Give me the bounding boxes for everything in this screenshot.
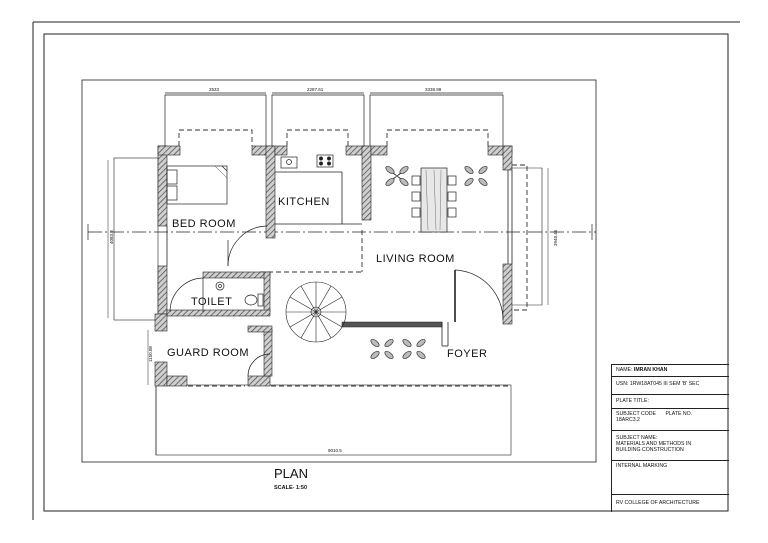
tb-internal-marking-cell: INTERNAL MARKING <box>612 460 729 494</box>
room-label-kitchen: KITCHEN <box>278 196 330 208</box>
dim-bottom-width: 9010.5 <box>328 448 342 453</box>
section-line <box>87 224 596 240</box>
roof-outline <box>113 157 543 456</box>
dining-table <box>411 167 457 233</box>
tb-name-value: IMRAN KHAN <box>633 367 668 373</box>
tb-subject-name-cell: SUBJECT NAME: MATERIALS AND METHODS IN B… <box>612 430 729 460</box>
room-label-guard: GUARD ROOM <box>167 347 249 359</box>
tb-internal-marking: INTERNAL MARKING <box>616 463 668 469</box>
dim-top-middle: 2287.61 <box>307 87 324 92</box>
door-swings <box>169 225 504 377</box>
dimension-labels: 2533 2287.61 3338.99 9010.5 4083.8 3948.… <box>109 87 558 453</box>
tb-name-label: NAME: <box>616 367 633 373</box>
tb-usn-cell: USN: 1RW18AT045 III SEM 'B' SEC <box>612 376 729 394</box>
bed <box>166 165 228 205</box>
dim-left-height: 4083.8 <box>109 230 114 244</box>
sheet-border <box>32 21 740 520</box>
dimension-lines <box>107 160 549 385</box>
dashed-projections <box>178 129 528 387</box>
top-projection-boxes <box>164 92 504 146</box>
tb-college-cell: RV COLLEGE OF ARCHITECTURE <box>612 494 729 512</box>
room-label-bedroom: BED ROOM <box>172 218 236 230</box>
tb-subject-name-line1: MATERIALS AND METHODS IN <box>616 441 692 448</box>
tb-subject-code-cell: SUBJECT CODE PLATE NO. 18ARC3.2 <box>612 408 729 430</box>
walls <box>154 145 513 387</box>
tb-subject-code-header: SUBJECT CODE PLATE NO. <box>616 411 729 417</box>
toilet-fixtures <box>215 281 264 307</box>
dim-top-left: 2533 <box>209 87 220 92</box>
tb-plate-no-label: PLATE NO. <box>665 411 693 417</box>
room-label-toilet: TOILET <box>191 296 232 308</box>
dim-guard-height: 1150.08 <box>148 346 153 362</box>
plan-title: PLAN <box>274 466 308 481</box>
tb-name-cell: NAME: IMRAN KHAN <box>612 364 729 376</box>
partitions <box>166 170 513 347</box>
tb-college: RV COLLEGE OF ARCHITECTURE <box>616 500 700 506</box>
room-labels: BED ROOM KITCHEN LIVING ROOM TOILET GUAR… <box>167 196 487 360</box>
plan-scale: SCALE- 1:50 <box>274 485 307 491</box>
room-label-foyer: FOYER <box>447 348 487 360</box>
plant-icons <box>370 165 488 360</box>
tb-plate-title-cell: PLATE TITLE: <box>612 394 729 408</box>
title-block: NAME: IMRAN KHAN USN: 1RW18AT045 III SEM… <box>611 364 729 512</box>
tb-subject-code-label: SUBJECT CODE <box>616 411 656 417</box>
kitchen-counter <box>280 154 334 169</box>
tb-usn: USN: 1RW18AT045 III SEM 'B' SEC <box>616 381 700 387</box>
tb-subject-name-label: SUBJECT NAME: <box>616 435 658 441</box>
tb-subject-name-line2: BUILDING CONSTRUCTION <box>616 447 684 454</box>
plan-frame <box>81 79 597 463</box>
tb-plate-title: PLATE TITLE: <box>616 398 649 404</box>
dim-right-height: 3948.46 <box>553 229 558 246</box>
tb-subject-code-value: 18ARC3.2 <box>616 417 640 424</box>
spiral-staircase <box>285 281 347 343</box>
room-label-living: LIVING ROOM <box>376 253 455 265</box>
dim-top-right: 3338.99 <box>425 87 442 92</box>
